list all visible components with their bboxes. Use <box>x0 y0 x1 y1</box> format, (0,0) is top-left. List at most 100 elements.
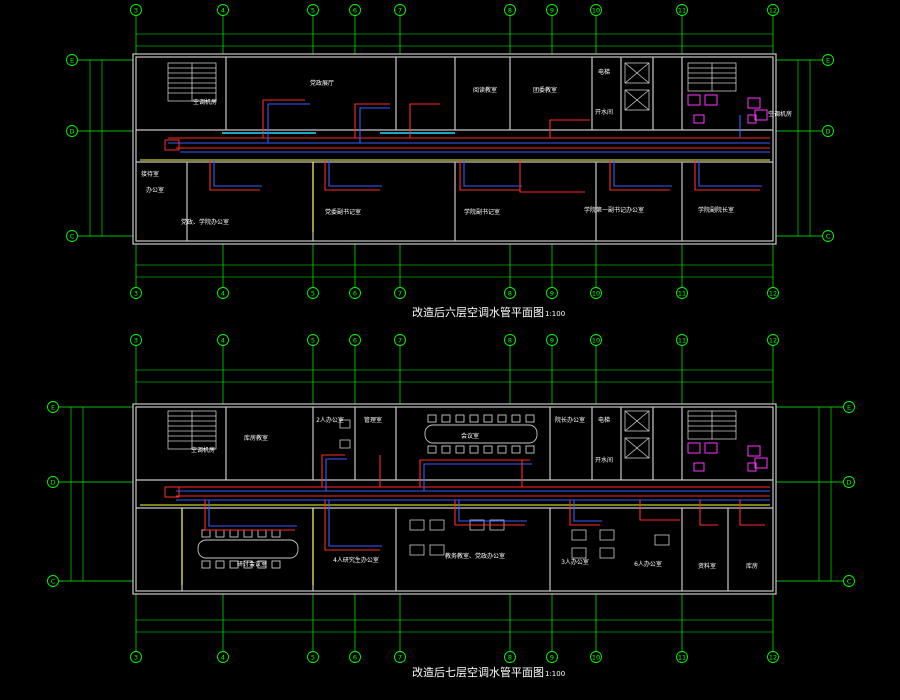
room-label-r6-3: 阅读教室 <box>473 86 497 94</box>
stair-7-left <box>167 410 217 450</box>
axis-bubble-8-top <box>504 4 516 16</box>
plan-scale-7: 1:100 <box>545 670 566 678</box>
axis-bubble-12-bottom <box>767 651 779 663</box>
axis-label-12: 12 <box>769 290 777 298</box>
axis-bubble-C-right <box>843 575 855 587</box>
axis-bubble-12-top <box>767 4 779 16</box>
axis-bubble-10-bottom <box>590 651 602 663</box>
axis-label-7: 7 <box>398 290 402 298</box>
axis-bubble-6-top <box>349 334 361 346</box>
axis-label-7: 7 <box>398 654 402 662</box>
axis-bubble-4-top <box>217 334 229 346</box>
axis-bubble-10-top <box>590 4 602 16</box>
axis-label-5: 5 <box>311 654 315 662</box>
stair-6-left <box>167 62 217 102</box>
axis-label-E: E <box>847 404 851 412</box>
axis-label-8: 8 <box>508 290 512 298</box>
axis-label-3: 3 <box>134 290 138 298</box>
elevator-7 <box>624 410 650 459</box>
axis-bubble-9-bottom <box>546 287 558 299</box>
building-walls-6 <box>132 53 777 245</box>
room-label-r7-2: 库房教室 <box>244 434 268 442</box>
toilet-fixtures-7 <box>687 442 768 472</box>
room-label-r6-2: 党政展厅 <box>310 79 334 87</box>
axis-bubble-9-top <box>546 4 558 16</box>
room-label-r7-10: 4人研究生办公室 <box>333 556 379 564</box>
axis-bubble-11-top <box>676 4 688 16</box>
room-label-r6-4: 团委教室 <box>533 86 557 94</box>
axis-bubble-5-bottom <box>307 287 319 299</box>
axis-bubble-11-bottom <box>676 651 688 663</box>
axis-bubble-E-left <box>47 401 59 413</box>
axis-label-9: 9 <box>550 290 554 298</box>
axis-label-7: 7 <box>398 7 402 15</box>
axis-bubble-3-bottom <box>130 651 142 663</box>
toilet-fixtures-6 <box>687 94 768 124</box>
axis-label-D: D <box>69 128 74 136</box>
axis-label-E: E <box>51 404 55 412</box>
room-label-r7-15: 库房 <box>746 562 758 570</box>
room-label-r7-12: 3人办公室 <box>561 558 589 566</box>
axis-label-4: 4 <box>221 290 225 298</box>
room-label-r6-9: 党政、学院办公室 <box>181 218 229 226</box>
conference-table-bottom <box>197 529 299 569</box>
axis-label-5: 5 <box>311 7 315 15</box>
room-label-r7-1: 空调机房 <box>191 446 215 454</box>
axis-bubble-6-top <box>349 4 361 16</box>
axis-bubble-C-left <box>66 230 78 242</box>
axis-label-C: C <box>70 233 75 241</box>
axis-label-8: 8 <box>508 337 512 345</box>
axis-label-10: 10 <box>592 654 600 662</box>
room-label-r6-14: 空调机房 <box>768 110 792 118</box>
axis-bubble-E-right <box>843 401 855 413</box>
axis-label-12: 12 <box>769 337 777 345</box>
room-label-r7-11: 教务教室、党政办公室 <box>445 552 505 560</box>
axis-bubble-D-left <box>47 476 59 488</box>
room-label-r7-4: 管理室 <box>364 416 382 424</box>
plan-title-7th-floor: 改造后七层空调水管平面图1:100 <box>412 664 565 680</box>
room-label-r6-13: 学院副院长室 <box>698 206 734 214</box>
room-label-r7-7: 电梯 <box>598 416 610 424</box>
axis-bubble-11-top <box>676 334 688 346</box>
axis-bubble-5-bottom <box>307 651 319 663</box>
axis-label-11: 11 <box>678 654 686 662</box>
axis-bubble-5-top <box>307 334 319 346</box>
axis-label-3: 3 <box>134 654 138 662</box>
axis-bubble-7-top <box>394 4 406 16</box>
axis-bubble-8-bottom <box>504 651 516 663</box>
room-label-r6-1: 空调机房 <box>193 98 217 106</box>
room-label-r6-6: 开水间 <box>595 108 613 116</box>
axis-bubble-C-left <box>47 575 59 587</box>
axis-label-D: D <box>825 128 830 136</box>
axis-label-D: D <box>50 479 55 487</box>
axis-bubble-3-top <box>130 334 142 346</box>
axis-label-12: 12 <box>769 7 777 15</box>
elevator-6 <box>624 62 650 111</box>
axis-label-11: 11 <box>678 7 686 15</box>
axis-bubble-D-right <box>843 476 855 488</box>
axis-label-3: 3 <box>134 7 138 15</box>
axis-bubble-7-top <box>394 334 406 346</box>
axis-label-C: C <box>826 233 831 241</box>
axis-label-9: 9 <box>550 337 554 345</box>
building-walls-7 <box>132 403 777 595</box>
conference-table-top <box>424 414 538 454</box>
room-label-r7-13: 6人办公室 <box>634 560 662 568</box>
axis-label-3: 3 <box>134 337 138 345</box>
axis-label-4: 4 <box>221 654 225 662</box>
axis-label-6: 6 <box>353 654 357 662</box>
axis-bubble-D-left <box>66 125 78 137</box>
axis-label-10: 10 <box>592 290 600 298</box>
axis-bubble-8-top <box>504 334 516 346</box>
axis-label-D: D <box>846 479 851 487</box>
axis-label-8: 8 <box>508 7 512 15</box>
axis-label-8: 8 <box>508 654 512 662</box>
fan-coil-units-6 <box>164 139 180 151</box>
room-label-r7-3: 2人办公室 <box>316 416 344 424</box>
axis-bubble-11-bottom <box>676 287 688 299</box>
axis-bubble-E-left <box>66 54 78 66</box>
axis-label-9: 9 <box>550 7 554 15</box>
